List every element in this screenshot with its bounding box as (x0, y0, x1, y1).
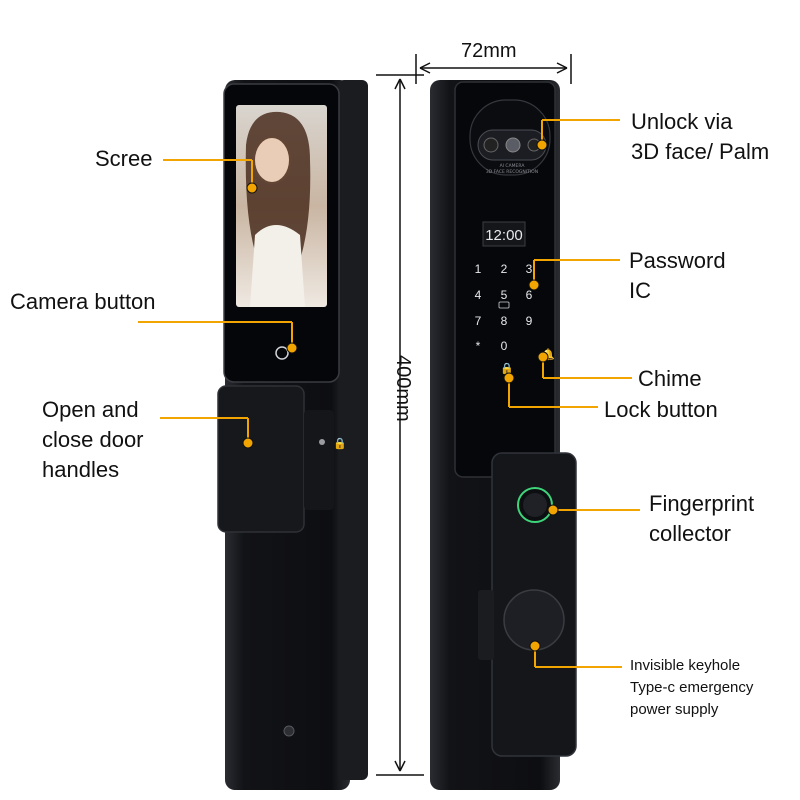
lock-key-icon[interactable]: 🔒 (500, 362, 514, 375)
key-5[interactable]: 5 (501, 288, 508, 302)
display-face-front (255, 138, 289, 182)
key-8[interactable]: 8 (501, 314, 508, 328)
privacy-button-icon[interactable] (319, 439, 325, 445)
lock-glyph-icon: 🔒 (333, 437, 347, 450)
height-dimension-label: 400mm (392, 355, 414, 422)
screw-icon (283, 725, 295, 737)
clock-display (482, 221, 526, 247)
callout-lock-button: Lock button (604, 397, 718, 422)
front-lock-side-edge (338, 80, 368, 780)
key-9[interactable]: 9 (526, 314, 533, 328)
card-reader-icon (498, 301, 510, 309)
callout-handles-line2: close door (42, 427, 144, 452)
callout-dots (242, 139, 559, 652)
callout-password-line1: Password (629, 248, 726, 273)
front-handle-hinge (304, 410, 334, 510)
width-dimension-label: 72mm (461, 40, 517, 62)
callout-keyhole-line2: Type-c emergency (630, 679, 754, 696)
keypad[interactable]: 1 2 3 4 5 6 7 8 9 * 0 (475, 262, 533, 353)
callout-handles-line1: Open and (42, 397, 139, 422)
key-4[interactable]: 4 (475, 288, 482, 302)
callout-leaders (138, 119, 640, 668)
key-7[interactable]: 7 (475, 314, 482, 328)
face-camera-lens-left-icon (483, 137, 499, 153)
callout-camera-button: Camera button (10, 289, 156, 314)
callout-screen: Scree (95, 146, 153, 171)
key-2[interactable]: 2 (501, 262, 508, 276)
camera-button-icon[interactable] (275, 346, 289, 360)
face-camera-caption-1: AI CAMERA (500, 163, 526, 169)
callout-keyhole-line3: power supply (630, 701, 719, 718)
callout-handles-line3: handles (42, 457, 120, 482)
key-6[interactable]: 6 (526, 288, 533, 302)
face-camera-caption-2: 3D FACE RECOGNITION (486, 169, 538, 175)
height-arrows (394, 78, 406, 772)
callout-fingerprint-line2: collector (649, 521, 731, 546)
front-lock-panel: 🔒 (217, 80, 368, 790)
width-arrows (419, 62, 568, 74)
key-3[interactable]: 3 (526, 262, 533, 276)
fingerprint-pad (523, 493, 547, 517)
back-lock-panel: AI CAMERA 3D FACE RECOGNITION 12:00 1 2 … (430, 80, 577, 790)
callout-password-line2: IC (629, 278, 651, 303)
callout-fingerprint-line1: Fingerprint (649, 491, 755, 516)
callout-chime: Chime (638, 366, 702, 391)
dimension-lines (376, 54, 572, 776)
key-1[interactable]: 1 (475, 262, 482, 276)
front-door-handle[interactable] (217, 385, 305, 533)
display-dress (250, 225, 305, 307)
key-0[interactable]: 0 (501, 339, 508, 353)
callout-unlock-line1: Unlock via (631, 109, 733, 134)
callout-unlock-line2: 3D face/ Palm (631, 139, 770, 164)
key-star[interactable]: * (476, 339, 481, 353)
clock-display-text: 12:00 (485, 227, 523, 244)
callout-keyhole-line1: Invisible keyhole (630, 657, 741, 674)
face-camera-lens-mid-icon (505, 137, 521, 153)
back-handle-hinge (478, 590, 494, 660)
